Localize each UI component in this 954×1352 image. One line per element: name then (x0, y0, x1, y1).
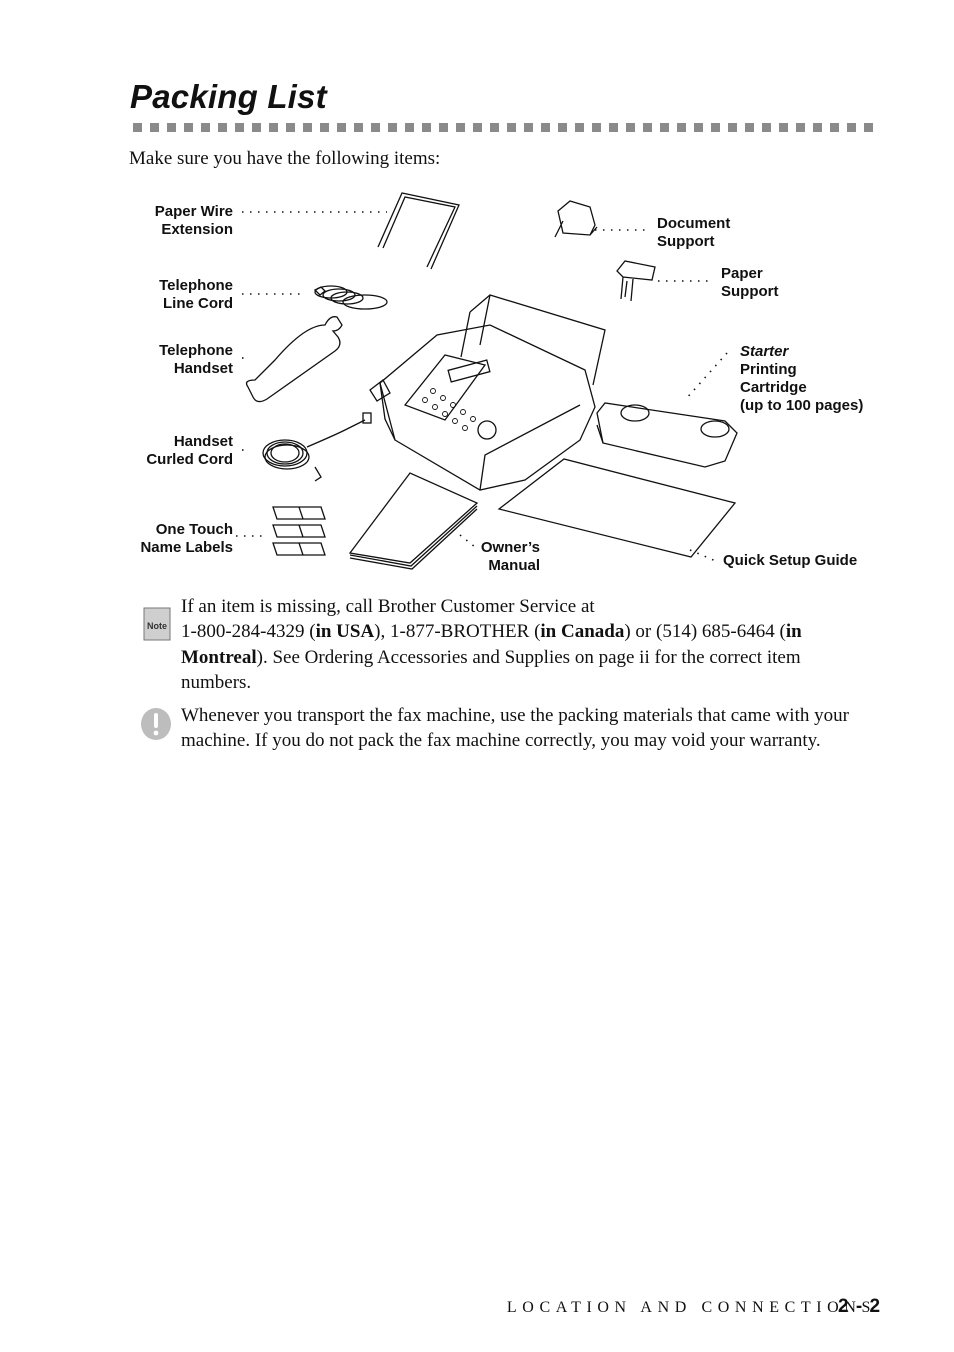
page-title: Packing List (130, 78, 327, 115)
label-printing-cartridge: Starter Printing Cartridge (up to 100 pa… (740, 343, 864, 414)
curled-cord-drawing (262, 412, 372, 482)
paper-support-drawing (616, 260, 656, 302)
title-dotted-rule (133, 123, 873, 132)
label-quick-setup-guide: Quick Setup Guide (723, 552, 858, 569)
exclamation-icon (141, 708, 171, 740)
warning-text: Whenever you transport the fax machine, … (181, 705, 849, 752)
footer-section-title: LOCATION AND CONNECTIONS (506, 1299, 876, 1316)
owners-manual-drawing (348, 472, 479, 570)
document-support-drawing (554, 200, 598, 238)
handset-drawing (245, 316, 343, 403)
paper-wire-extension-drawing (377, 192, 460, 270)
name-labels-drawing (272, 506, 326, 556)
fax-machine-drawing (369, 294, 606, 491)
items-drawing (236, 192, 738, 570)
svg-text:Note: Note (147, 621, 167, 631)
note-text: If an item is missing, call Brother Cust… (181, 596, 802, 693)
intro-text: Make sure you have the following items: (129, 148, 441, 169)
leader-lines (236, 211, 728, 563)
page-number: 2 - 2 (838, 1296, 882, 1317)
quick-setup-guide-drawing (497, 458, 737, 558)
line-cord-drawing (313, 285, 388, 310)
printing-cartridge-drawing (596, 402, 738, 468)
note-icon: Note (143, 607, 171, 641)
